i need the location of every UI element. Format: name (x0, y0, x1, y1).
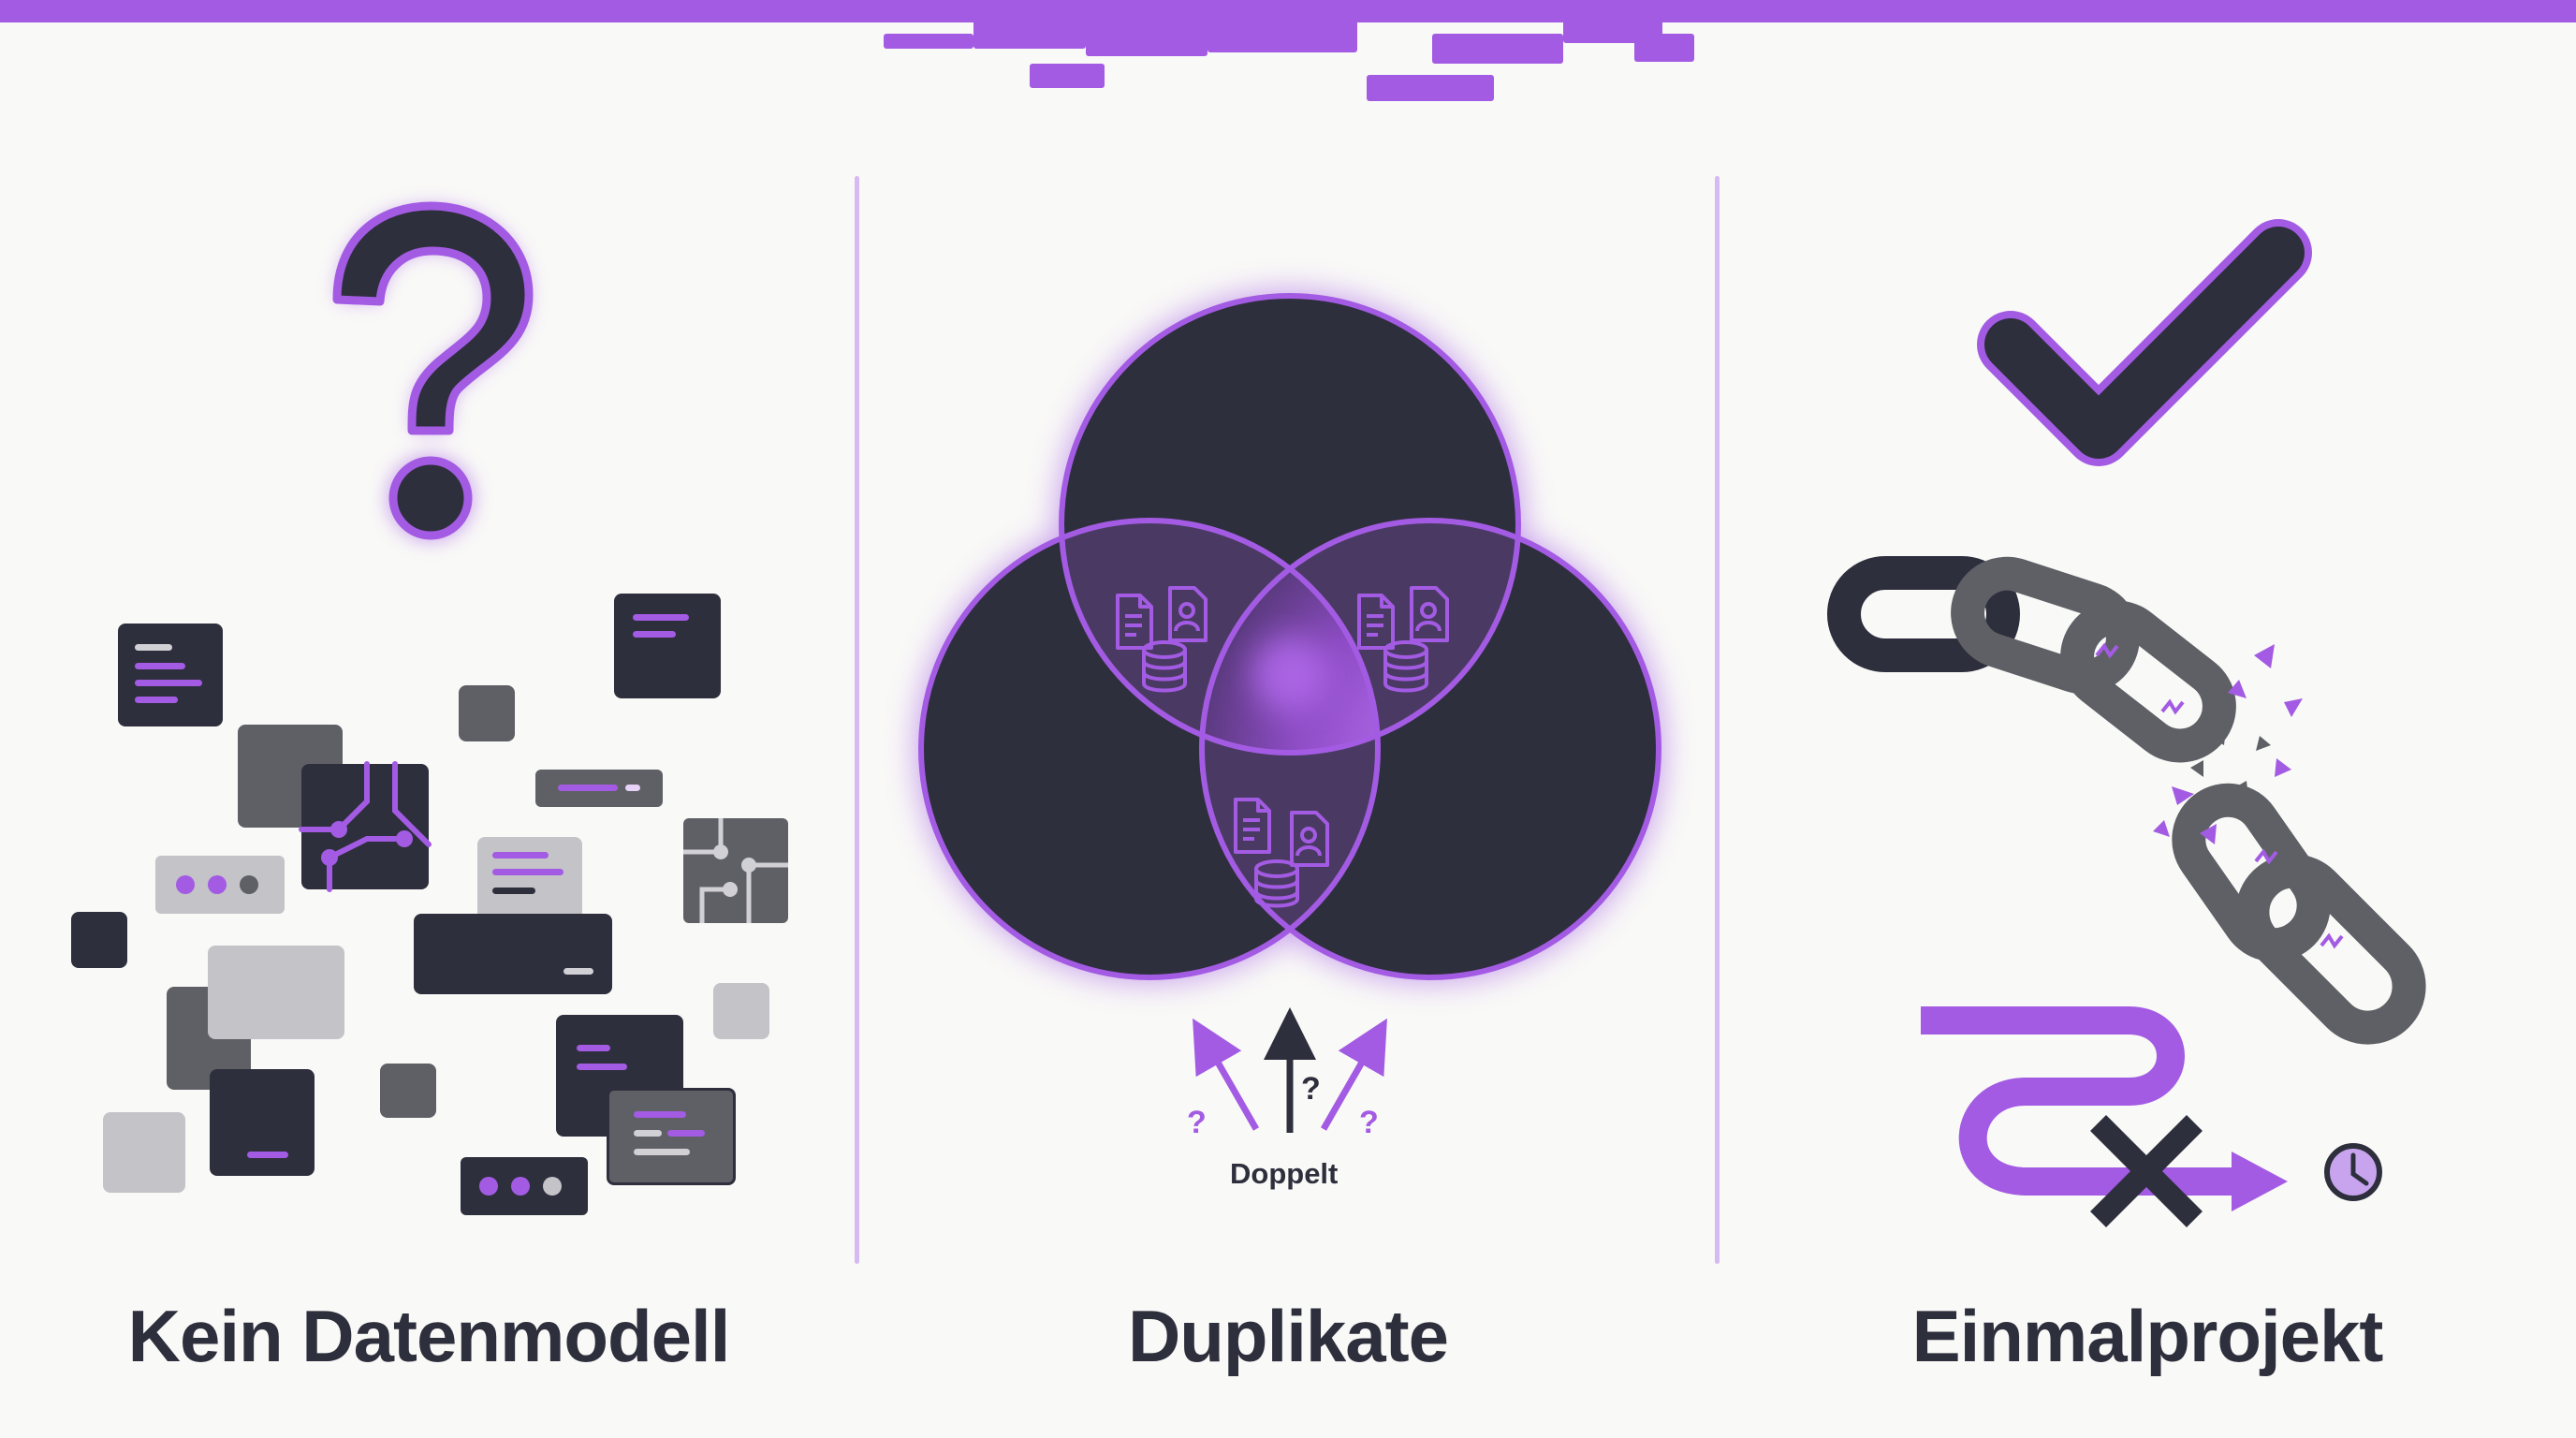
code-block-tile (614, 594, 721, 698)
block-tile (210, 1069, 315, 1176)
document-icon (1357, 594, 1395, 650)
arrow-head (2232, 1152, 2288, 1211)
circuit-tile (683, 818, 788, 923)
block-tile (103, 1112, 185, 1193)
block-tile (713, 983, 769, 1039)
panel-divider (1715, 176, 1720, 1264)
svg-text:?: ? (1359, 1105, 1379, 1140)
arrow-up-left-icon (1193, 1018, 1260, 1131)
svg-text:?: ? (1187, 1105, 1207, 1140)
code-block-tile (607, 1088, 736, 1185)
top-band-tick (1432, 34, 1563, 64)
broken-chain-icon (1827, 556, 2426, 1045)
database-icon (1383, 640, 1428, 693)
person-document-icon (1290, 811, 1329, 867)
top-band-tick (884, 34, 973, 49)
duplicate-records-icon (1234, 798, 1329, 908)
text-tile (477, 837, 582, 921)
top-band-tick (1367, 75, 1494, 101)
top-band-tick (1634, 34, 1694, 62)
top-band-tick (1208, 19, 1357, 52)
database-icon (1142, 640, 1187, 693)
person-document-icon (1410, 586, 1449, 642)
menu-tile (155, 856, 285, 914)
code-block-tile (118, 624, 223, 726)
question-mark-icon (332, 201, 534, 541)
panel-caption: Einmalprojekt (1911, 1295, 2384, 1377)
doppelt-label: Doppelt (1230, 1157, 1339, 1190)
block-tile (208, 946, 344, 1039)
arrow-up-right-icon (1320, 1018, 1387, 1131)
x-mark-icon (2090, 1115, 2203, 1227)
top-band-tick (1030, 64, 1105, 88)
block-tile (459, 685, 515, 741)
checkmark-icon (1977, 219, 2312, 466)
database-icon (1254, 859, 1299, 908)
person-document-icon (1168, 586, 1208, 642)
winding-arrow-icon (1921, 1006, 2382, 1227)
panel-caption: Kein Datenmodell (127, 1295, 731, 1377)
document-icon (1116, 594, 1153, 650)
menu-tile (461, 1157, 588, 1215)
circuit-tile (299, 761, 432, 892)
panel-divider (855, 176, 859, 1264)
venn-diagram (915, 290, 1664, 983)
duplicate-records-icon (1357, 586, 1449, 693)
toolbar-tile (414, 914, 612, 994)
pill-tile (535, 770, 663, 807)
clock-icon (2324, 1143, 2382, 1201)
top-band-tick (973, 19, 1086, 49)
svg-text:?: ? (1301, 1071, 1321, 1107)
diverging-arrows-icon: ? ? ? (1187, 1007, 1387, 1140)
document-icon (1234, 798, 1271, 854)
panel-caption: Duplikate (1127, 1295, 1449, 1377)
top-band-tick (1086, 19, 1208, 56)
block-tile (380, 1064, 436, 1118)
block-tile (71, 912, 127, 968)
duplicate-records-icon (1116, 586, 1208, 693)
